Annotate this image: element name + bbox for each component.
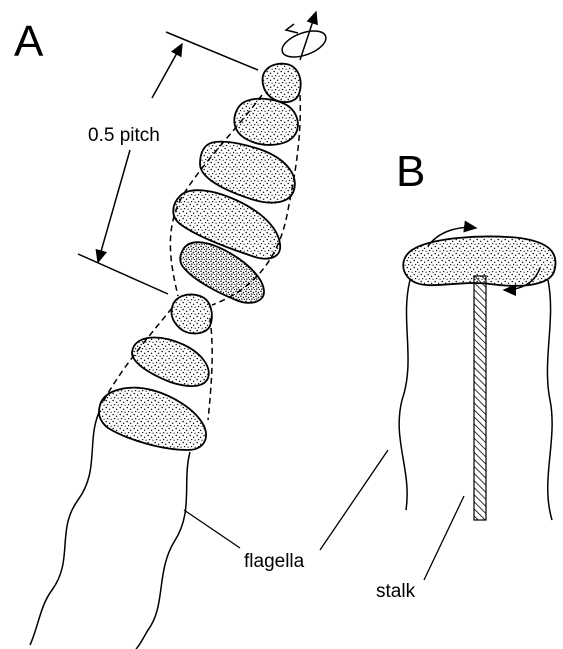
segment-8 — [99, 388, 206, 450]
dimension-arrow-up — [152, 44, 182, 98]
rotation-ellipse — [279, 26, 330, 62]
segment-1 — [263, 64, 301, 102]
panel-a-letter: A — [14, 20, 43, 64]
dimension-arrow-down — [98, 150, 130, 262]
panel-b-letter: B — [396, 150, 425, 194]
segment-2 — [234, 99, 298, 145]
rotation-arrowhead-icon — [286, 24, 298, 33]
stalk-leader — [424, 496, 464, 580]
flagellum-right — [136, 452, 190, 649]
rotation-indicator-a — [279, 12, 330, 62]
flagellum-b-right — [547, 280, 552, 520]
cell-segments — [99, 64, 301, 450]
dimension-extension-bottom — [78, 254, 168, 294]
stalk-label: stalk — [376, 582, 415, 602]
flagella-label: flagella — [244, 552, 304, 572]
stalk-shaft — [474, 276, 486, 520]
axis-arrow — [300, 12, 316, 60]
flagellum-b-left — [399, 280, 410, 510]
cell-segment-b — [403, 237, 555, 286]
panel-b — [320, 228, 556, 580]
segment-6 — [171, 295, 211, 334]
dimension-extension-top — [166, 32, 258, 70]
flagellum-left — [30, 410, 100, 645]
flagella-leader-a — [184, 510, 240, 548]
pitch-label: 0.5 pitch — [88, 126, 160, 146]
segment-7 — [132, 338, 209, 387]
flagella-leader-b — [320, 450, 388, 550]
